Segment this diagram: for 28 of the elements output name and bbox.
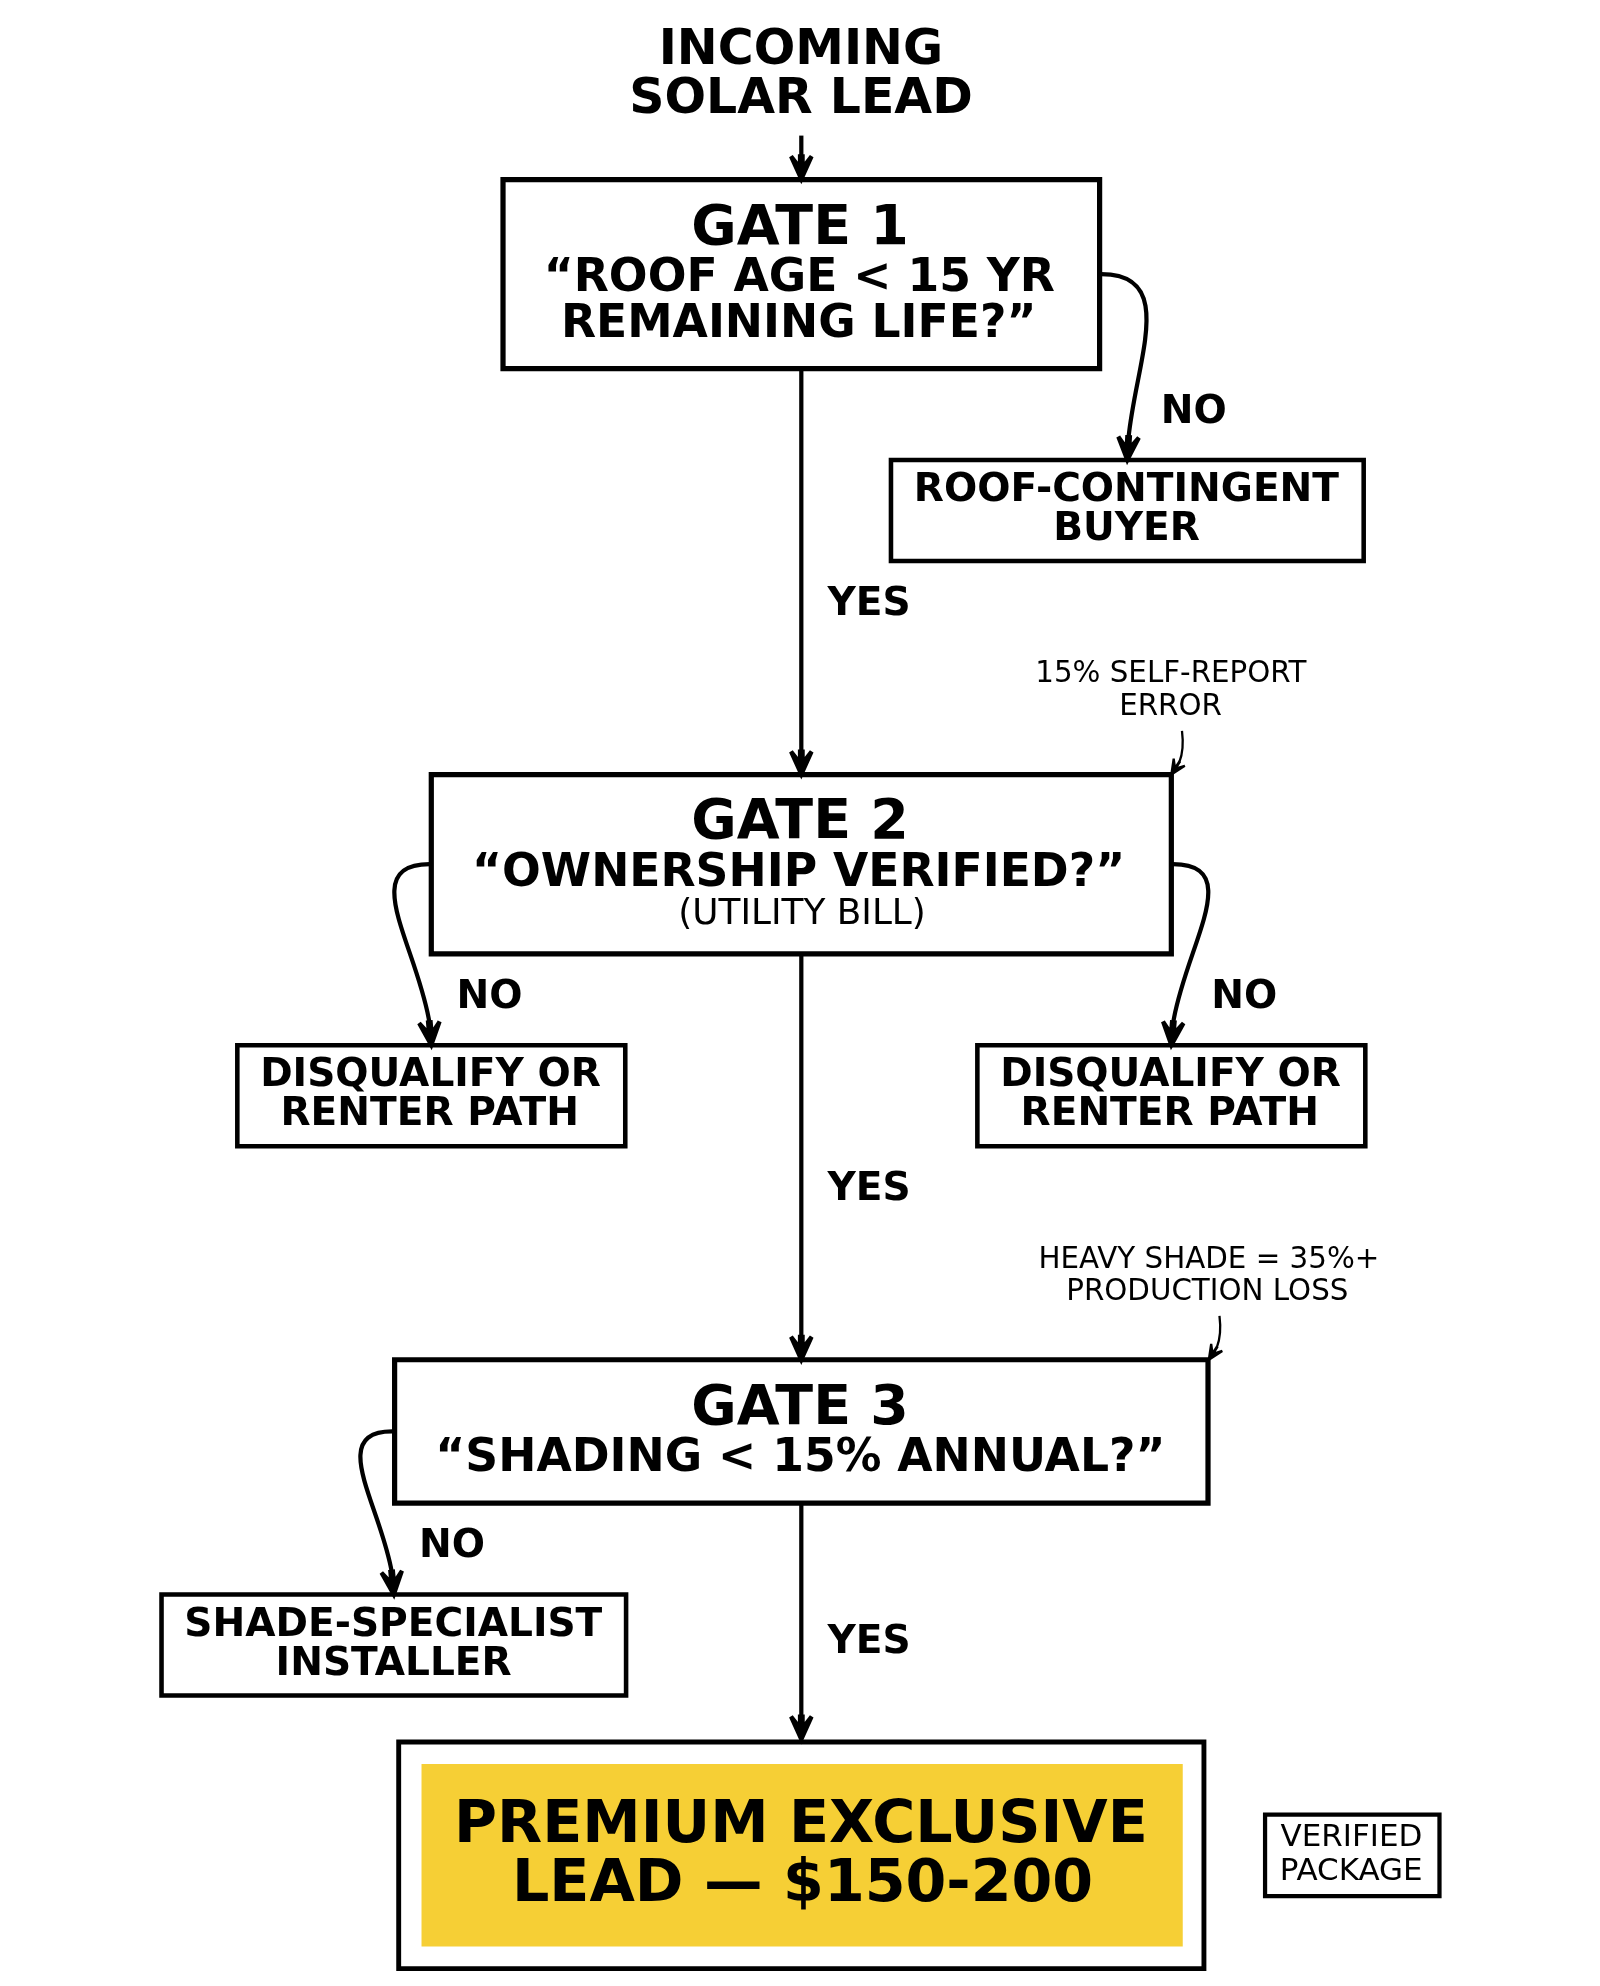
node-box: SHADE-SPECIALIST INSTALLER: [158, 1592, 628, 1698]
edge-label: YES: [826, 579, 911, 625]
node-box: GATE 1 “ROOF AGE < 15 YR REMAINING LIFE?”: [499, 177, 1102, 372]
edge-label: YES: [826, 1617, 911, 1663]
arrow: [788, 1503, 814, 1742]
arrow: [788, 135, 814, 182]
node-box: GATE 2 “OWNERSHIP VERIFIED?” (UTILITY BILL): [428, 771, 1174, 957]
edge-label: NO: [1160, 386, 1227, 432]
edge-label: NO: [456, 972, 523, 1017]
node-text: 15% SELF-REPORT ERROR: [1034, 655, 1307, 722]
arrow: [1100, 272, 1148, 463]
node-box: GATE 3 “SHADING < 15% ANNUAL?”: [391, 1357, 1211, 1506]
edge-label: NO: [1210, 972, 1277, 1017]
arrow: [358, 1429, 404, 1597]
node-box: DISQUALIFY OR RENTER PATH: [974, 1042, 1368, 1149]
arrow: [788, 954, 814, 1362]
edge-label: NO: [418, 1521, 485, 1567]
arrow: [788, 368, 814, 777]
arrow: [1160, 862, 1210, 1048]
node-box: ROOF-CONTINGENT BUYER: [888, 457, 1366, 564]
node-box: DISQUALIFY OR RENTER PATH: [234, 1042, 628, 1149]
arrow: [1207, 1315, 1223, 1361]
node-text: INCOMING SOLAR LEAD: [628, 18, 973, 125]
node-text: HEAVY SHADE = 35%+ PRODUCTION LOSS: [1037, 1240, 1379, 1308]
edge-label: YES: [826, 1164, 911, 1210]
arrow: [392, 862, 442, 1048]
arrow: [1169, 730, 1186, 776]
node-box: VERIFIED PACKAGE: [1262, 1812, 1442, 1899]
